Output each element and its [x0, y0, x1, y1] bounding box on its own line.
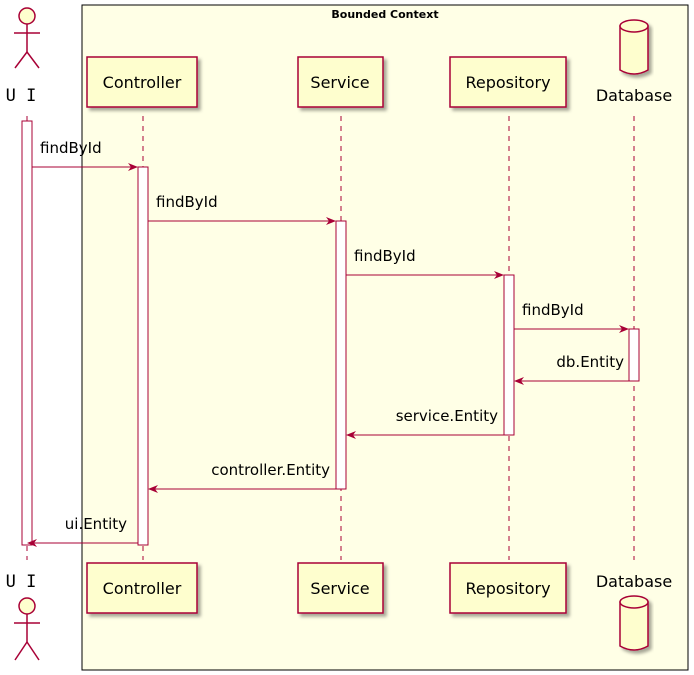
activation-database [628, 328, 640, 382]
service-label: Service [310, 73, 369, 92]
repository-label: Repository [465, 73, 550, 92]
controller-label: Controller [103, 579, 182, 598]
message-label-4: findById [522, 301, 584, 319]
ui-actor-bottom [14, 597, 40, 661]
database-label: Database [596, 86, 672, 105]
activation-repository [503, 274, 515, 436]
ui-actor-top [14, 7, 40, 69]
participant-controller-top: Controller [86, 56, 198, 108]
message-label-2: findById [156, 193, 218, 211]
message-label-1: findById [40, 139, 102, 157]
participant-repository-top: Repository [449, 56, 567, 108]
participant-database-top: Database [596, 19, 672, 105]
participant-controller-bottom: Controller [86, 562, 198, 614]
activation-controller [137, 166, 149, 546]
participant-repository-bottom: Repository [449, 562, 567, 614]
participant-service-bottom: Service [297, 562, 384, 614]
ui-actor-bottom-label: U I [6, 572, 37, 592]
message-labels: findById findById findById findById db.E… [40, 139, 624, 533]
database-icon [619, 595, 649, 651]
message-label-7: controller.Entity [211, 461, 330, 479]
actor-head-icon [18, 7, 36, 25]
message-label-6: service.Entity [396, 407, 498, 425]
message-label-3: findById [354, 247, 416, 265]
database-label: Database [596, 572, 672, 591]
bounded-context-boundary: Bounded Context [81, 4, 689, 671]
activation-ui [21, 120, 33, 546]
message-label-8: ui.Entity [65, 515, 127, 533]
service-label: Service [310, 579, 369, 598]
activation-service [335, 220, 347, 490]
boundary-title: Bounded Context [331, 8, 438, 21]
controller-label: Controller [103, 73, 182, 92]
messages [27, 163, 629, 547]
database-icon [619, 19, 649, 75]
ui-actor-top-label: U I [6, 86, 37, 106]
participant-database-bottom: Database [596, 572, 672, 651]
message-label-5: db.Entity [556, 353, 624, 371]
actor-head-icon [18, 597, 36, 615]
participant-service-top: Service [297, 56, 384, 108]
repository-label: Repository [465, 579, 550, 598]
